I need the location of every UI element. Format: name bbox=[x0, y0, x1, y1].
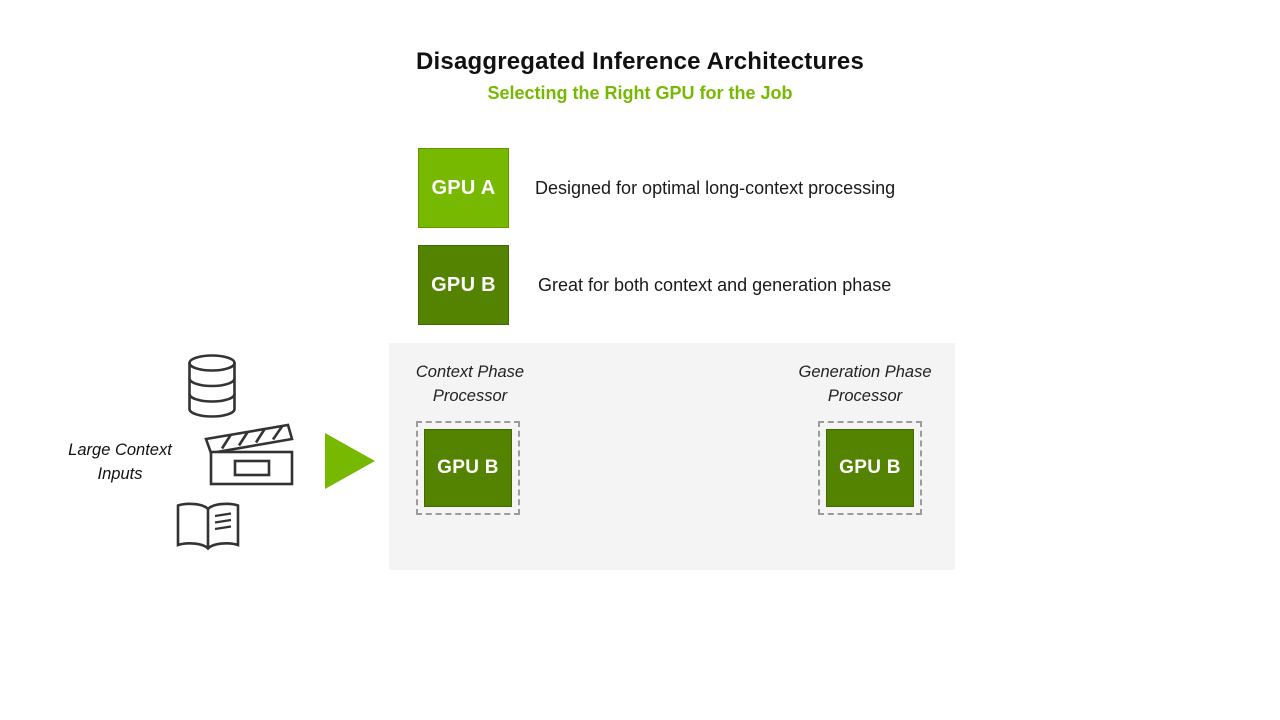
open-book-icon bbox=[174, 500, 242, 558]
context-phase-gpu-box: GPU B bbox=[424, 429, 512, 507]
generation-gpu-label: GPU B bbox=[839, 457, 901, 478]
gpu-b-legend-box: GPU B bbox=[418, 245, 509, 325]
gpu-a-description: Designed for optimal long-context proces… bbox=[535, 177, 896, 198]
gpu-a-label: GPU A bbox=[431, 176, 496, 199]
gpu-b-label: GPU B bbox=[431, 273, 496, 296]
page-title: Disaggregated Inference Architectures bbox=[416, 48, 864, 75]
disaggregated-architecture-panel: Context Phase Processor Generation Phase… bbox=[389, 343, 955, 570]
gpu-b-description: Great for both context and generation ph… bbox=[538, 274, 892, 295]
flow-arrow-icon bbox=[324, 432, 376, 495]
generation-phase-title: Generation Phase Processor bbox=[798, 363, 932, 405]
context-phase-gpu-slot: GPU B bbox=[416, 421, 520, 515]
gpu-a-legend-box: GPU A bbox=[418, 148, 509, 228]
page-subtitle: Selecting the Right GPU for the Job bbox=[487, 83, 793, 103]
clapperboard-icon bbox=[202, 423, 299, 491]
header: Disaggregated Inference Architectures Se… bbox=[0, 48, 1280, 104]
generation-phase-gpu-slot: GPU B bbox=[818, 421, 922, 515]
generation-phase-gpu-box: GPU B bbox=[826, 429, 914, 507]
database-icon bbox=[186, 353, 238, 425]
large-context-inputs-label: Large Context Inputs bbox=[68, 441, 172, 483]
context-gpu-label: GPU B bbox=[437, 457, 499, 478]
context-phase-title: Context Phase Processor bbox=[415, 363, 525, 405]
